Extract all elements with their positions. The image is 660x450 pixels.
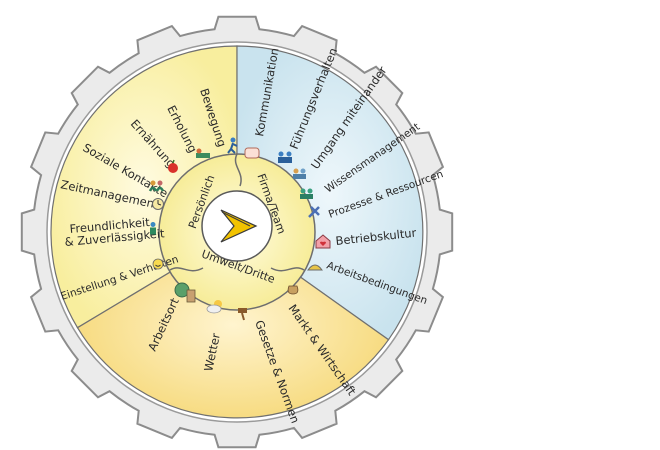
handshake-icon (278, 151, 292, 163)
sun-cloud-icon (206, 300, 222, 314)
hub-divider-3 (169, 267, 204, 272)
hub-divider-2 (270, 267, 305, 272)
hub-divider-1 (234, 153, 242, 187)
helmet-icon (307, 264, 323, 271)
person-icon (150, 222, 156, 235)
building-icon (186, 289, 196, 303)
money-bag-icon (287, 285, 299, 295)
runner-icon (227, 137, 238, 154)
sector-firma (236, 45, 424, 341)
group-icon (300, 188, 313, 199)
smiley-icon (152, 258, 164, 270)
bed-icon (196, 148, 210, 158)
gavel-icon (238, 308, 247, 321)
heart-house-icon (315, 234, 331, 249)
apple-icon (168, 159, 178, 173)
sector-umwelt (76, 231, 390, 419)
tools-icon (308, 206, 320, 218)
speech-bubble-icon (244, 147, 260, 159)
team-icon (293, 168, 306, 179)
people-icon (148, 180, 165, 192)
yellow-arrow-logo (220, 209, 258, 243)
clock-icon (152, 198, 164, 210)
